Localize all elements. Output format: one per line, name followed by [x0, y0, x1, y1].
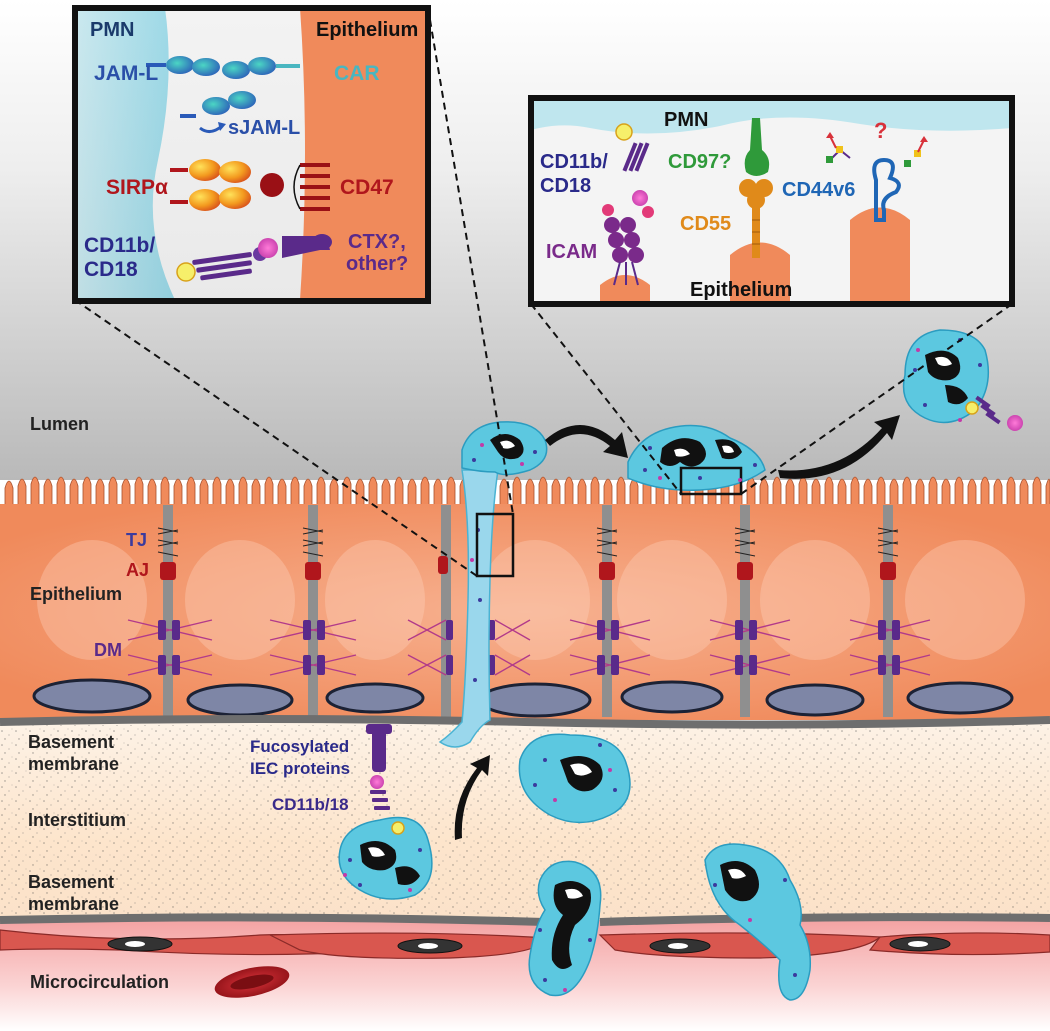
basement-membrane-bottom-left — [0, 913, 546, 926]
pmn-crawling-surface — [627, 424, 766, 496]
left-inset-pmn-label: PMN — [90, 19, 134, 41]
migration-arrows — [454, 415, 900, 840]
basement-membrane-top-label-line1: Basement — [28, 732, 114, 752]
annotation-labels: Fucosylated IEC proteins CD11b/18 — [250, 737, 350, 814]
left-inset-epithelium-label: Epithelium — [316, 19, 418, 41]
desmosome-plaques — [158, 620, 900, 675]
icam-molecule — [602, 123, 654, 286]
basement-membrane-bottom-label-line2: membrane — [28, 894, 119, 914]
icam-label: ICAM — [546, 241, 597, 263]
car-label: CAR — [334, 62, 380, 85]
cd97-label: CD97? — [668, 151, 731, 173]
jam-l-car-molecules — [146, 56, 300, 79]
pmn-extravasating-left — [528, 860, 602, 997]
left-cd11b-label-line1: CD11b/ — [84, 234, 155, 257]
ctx-label-line2: other? — [346, 253, 408, 275]
cd44v6-molecule — [826, 132, 928, 222]
sjam-l-molecule — [180, 91, 256, 133]
pmn-interstitium-free — [518, 733, 631, 824]
basement-membrane-top-label-line2: membrane — [28, 754, 119, 774]
basement-membrane-top — [0, 715, 1050, 729]
left-inset-labels: PMN Epithelium JAM-L CAR sJAM-L SIRPα CD… — [84, 19, 418, 281]
question-mark-label: ? — [874, 118, 887, 143]
right-inset-labels: PMN CD11b/ CD18 CD97? CD55 CD44v6 ? ICAM… — [540, 109, 887, 301]
desmosome-filaments — [127, 619, 931, 676]
red-blood-cell-center — [230, 974, 274, 990]
basement-membrane-bottom-right — [599, 913, 1050, 926]
adherens-junctions — [160, 556, 896, 580]
right-inset-pmn-label: PMN — [664, 109, 708, 131]
cd11b-cd18-ctx — [176, 234, 332, 282]
fucosylated-label-line2: IEC proteins — [250, 759, 350, 778]
microcirculation-label: Microcirculation — [30, 972, 169, 992]
aj-label: AJ — [126, 560, 149, 580]
cd97-cd55-molecules — [739, 118, 773, 258]
lateral-membranes — [163, 505, 893, 717]
tight-junction-strands — [157, 527, 899, 557]
sirp-alpha-label: SIRPα — [106, 176, 168, 199]
dm-label: DM — [94, 640, 122, 660]
cd55-label: CD55 — [680, 213, 731, 235]
cd11b-18-label: CD11b/18 — [272, 795, 349, 814]
endothelial-cells — [0, 929, 1050, 959]
pmn-emerging-lumen — [461, 421, 548, 476]
sirp-alpha-cd47 — [170, 159, 330, 211]
pmn-released-lumen — [902, 329, 1023, 431]
cd47-label: CD47 — [340, 176, 394, 199]
left-cd11b-label-line2: CD18 — [84, 258, 138, 281]
pmn-interstitium-binding — [338, 724, 433, 900]
pmn-granules-pink — [343, 348, 962, 992]
right-cd11b-label-line2: CD18 — [540, 175, 591, 197]
right-cd11b-label-line1: CD11b/ — [540, 151, 608, 173]
epithelial-nuclei — [32, 678, 1014, 718]
fucosylated-label-line1: Fucosylated — [250, 737, 349, 756]
transmigrating-pmn-stalk — [438, 469, 499, 748]
right-inset-epithelium-label: Epithelium — [690, 279, 792, 301]
layer-labels: Lumen TJ AJ Epithelium DM Basement membr… — [28, 414, 169, 992]
pmn-extravasating-right — [704, 843, 812, 1001]
cell-highlights — [37, 540, 1025, 660]
lumen-label: Lumen — [30, 414, 89, 434]
left-inset — [72, 5, 431, 304]
junctional-complexes — [127, 527, 931, 676]
sjam-l-label: sJAM-L — [228, 117, 300, 139]
right-inset — [528, 95, 1015, 307]
tj-label: TJ — [126, 530, 147, 550]
epithelial-layer — [0, 476, 1050, 720]
cd44v6-label: CD44v6 — [782, 179, 855, 201]
jam-l-label: JAM-L — [94, 62, 158, 85]
epithelium-layer-label: Epithelium — [30, 584, 122, 604]
interstitium-label: Interstitium — [28, 810, 126, 830]
zoom-guide-lines — [74, 7, 1013, 577]
microvilli-brush-border — [4, 476, 1050, 506]
basement-membrane-bottom-label-line1: Basement — [28, 872, 114, 892]
left-inset-source-box — [475, 512, 515, 578]
ctx-label-line1: CTX?, — [348, 231, 406, 253]
